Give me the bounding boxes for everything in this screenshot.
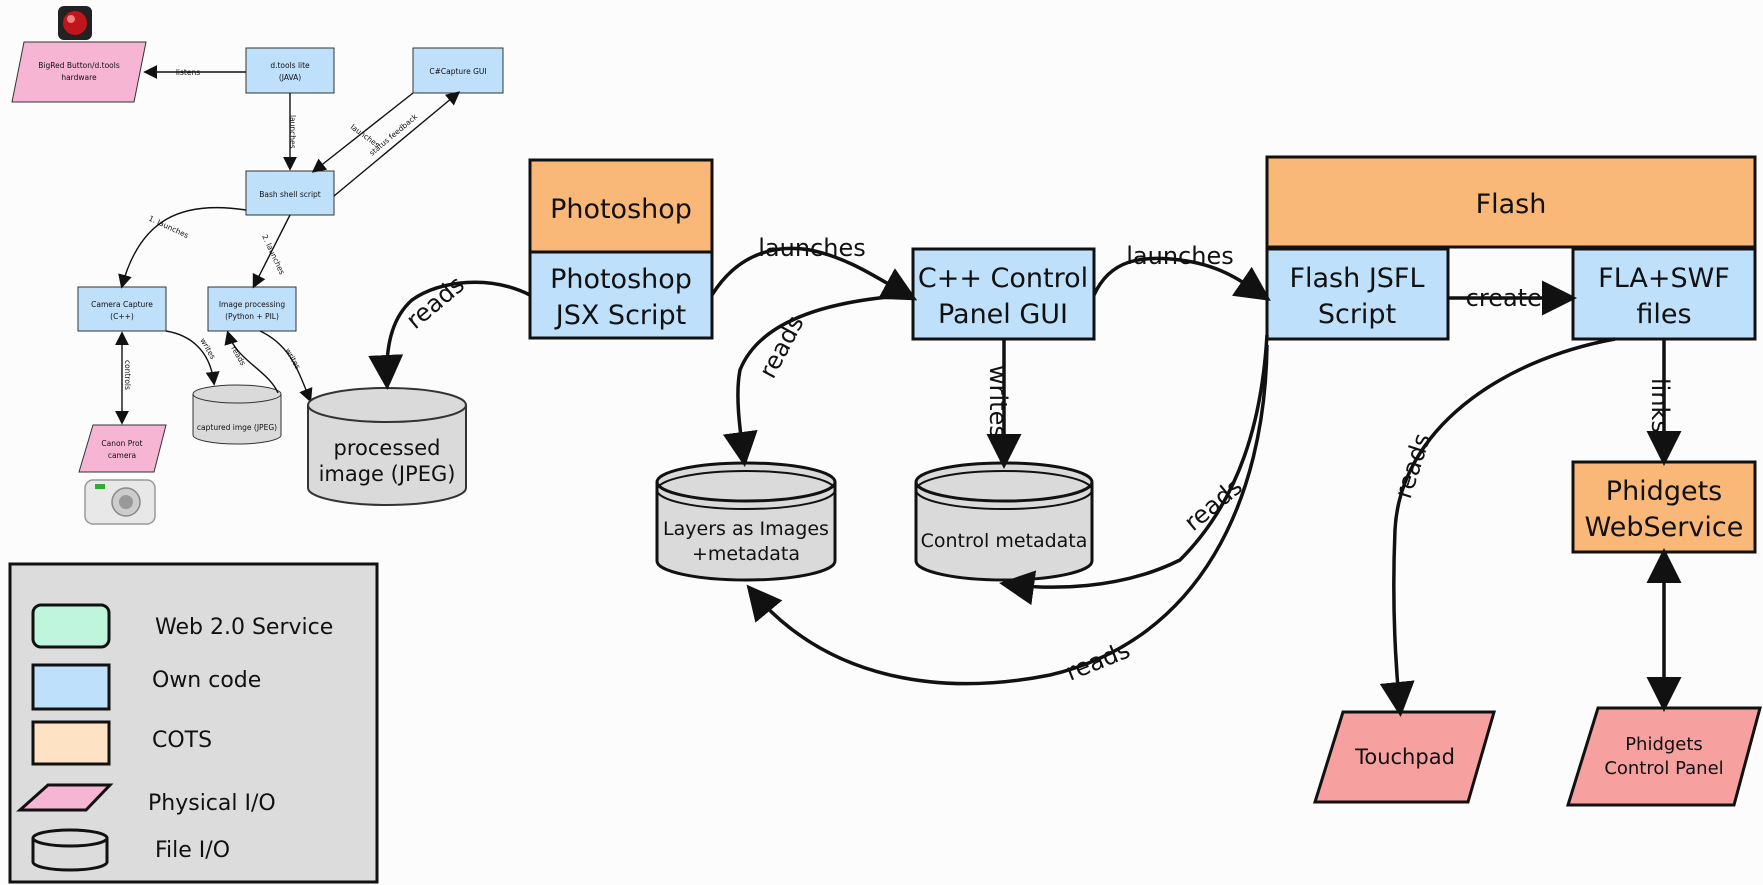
controls-label: controls: [123, 360, 132, 390]
reads-2-label: reads: [754, 311, 810, 383]
photoshop-jsx-node: Photoshop JSX Script: [528, 250, 714, 340]
dtools-label-1: d.tools lite: [270, 61, 310, 70]
camera-capture-label-2: (C++): [110, 312, 134, 321]
legend-cots-label: COTS: [152, 728, 212, 753]
phidgets-webservice-node: Phidgets WebService: [1571, 460, 1757, 554]
legend: Web 2.0 Service Own code COTS Physical I…: [8, 562, 379, 884]
writes-2-arrow: [259, 330, 313, 403]
reads-2-arrow: [722, 293, 914, 467]
flash-node: Flash: [1265, 155, 1757, 249]
control-metadata-cylinder: Control metadata: [914, 461, 1094, 582]
phidgets-ws-label-1: Phidgets: [1606, 476, 1722, 507]
photoshop-jsx-label-2: JSX Script: [554, 300, 687, 331]
launches-1-arrow: [710, 246, 918, 301]
control-metadata-label: Control metadata: [921, 530, 1088, 552]
fla-swf-label-1: FLA+SWF: [1598, 263, 1730, 294]
status-feedback-arrow: [333, 91, 461, 197]
photoshop-jsx-label-1: Photoshop: [550, 264, 692, 295]
legend-web-swatch: [31, 603, 111, 649]
flash-jsfl-label-2: Script: [1318, 299, 1396, 330]
reads-3-label: reads: [1389, 430, 1436, 502]
processed-image-cylinder: processed image (JPEG): [307, 387, 467, 506]
bash-label: Bash shell script: [259, 190, 321, 199]
launches-label: launches: [288, 115, 297, 149]
dtools-label-2: (JAVA): [279, 73, 301, 82]
image-processing-label-1: Image processing: [219, 300, 286, 309]
big-red-button-label-1: BigRed Button/d.tools: [38, 61, 120, 70]
layers-cylinder: Layers as Images +metadata: [655, 461, 837, 582]
reads-5-label: reads: [1062, 636, 1134, 687]
two-launches-arrow: [252, 214, 291, 289]
fla-swf-label-2: files: [1636, 299, 1691, 330]
writes-1-label: writes: [198, 337, 217, 361]
canon-camera-node: Canon Prot camera: [78, 424, 167, 473]
launches-2-label: launches: [1126, 242, 1233, 270]
legend-physical-swatch: [16, 783, 114, 812]
phidgets-cp-label-1: Phidgets: [1625, 734, 1703, 755]
cpp-control-node: C++ Control Panel GUI: [911, 247, 1096, 341]
legend-file-label: File I/O: [155, 838, 230, 863]
legend-own-code-swatch: [31, 663, 111, 711]
legend-web-label: Web 2.0 Service: [155, 615, 333, 640]
image-processing-node: Image processing (Python + PIL): [207, 286, 297, 332]
launches-1-label: launches: [758, 234, 865, 262]
phidgets-ws-label-2: WebService: [1585, 512, 1744, 543]
phidgets-cp-label-2: Control Panel: [1604, 758, 1723, 779]
fla-swf-node: FLA+SWF files: [1571, 247, 1757, 341]
reads-5-arrow: [746, 344, 1269, 686]
touchpad-label: Touchpad: [1354, 745, 1455, 769]
launches-gui-arrow: [311, 92, 414, 173]
writes-2-label: writes: [283, 347, 302, 371]
layers-label-1: Layers as Images: [663, 518, 829, 540]
bash-script-node: Bash shell script: [245, 170, 335, 216]
camera-icon: [84, 479, 156, 525]
legend-own-code-label: Own code: [152, 668, 261, 693]
legend-cots-swatch: [31, 720, 111, 766]
two-launches-label: 2. launches: [260, 233, 286, 276]
links-label: links: [1646, 378, 1674, 433]
flash-jsfl-node: Flash JSFL Script: [1265, 247, 1450, 341]
photoshop-node: Photoshop: [528, 158, 714, 254]
legend-file-swatch: [31, 828, 109, 872]
reads-3-arrow: [1379, 337, 1616, 717]
reads-arrow: [224, 330, 279, 394]
canon-label-2: camera: [108, 451, 136, 460]
writes-label: writes: [984, 365, 1012, 438]
image-processing-label-2: (Python + PIL): [225, 312, 279, 321]
processed-image-label-1: processed: [334, 436, 441, 460]
phidgets-cp-node: Phidgets Control Panel: [1565, 706, 1762, 807]
big-red-button-icon: [58, 6, 92, 40]
flash-label: Flash: [1476, 189, 1547, 220]
reads-1-arrow: [368, 280, 531, 390]
canon-label-1: Canon Prot: [101, 439, 142, 448]
creates-label: creates: [1466, 284, 1555, 312]
dtools-lite-node: d.tools lite (JAVA): [245, 47, 335, 94]
camera-capture-node: Camera Capture (C++): [77, 286, 167, 332]
writes-1-arrow: [165, 330, 220, 386]
captured-image-label: captured imge (JPEG): [197, 423, 277, 432]
one-launches-arrow: [118, 206, 247, 289]
cpp-label-1: C++ Control: [918, 263, 1088, 294]
flash-jsfl-label-1: Flash JSFL: [1289, 263, 1424, 294]
layers-label-2: +metadata: [692, 543, 800, 565]
listens-label: listens: [176, 68, 200, 77]
processed-image-label-2: image (JPEG): [319, 462, 456, 486]
captured-image-cylinder: captured imge (JPEG): [192, 384, 282, 445]
capture-gui-node: C#Capture GUI: [412, 47, 504, 94]
touchpad-node: Touchpad: [1312, 710, 1496, 804]
camera-capture-label-1: Camera Capture: [91, 300, 153, 309]
cpp-label-2: Panel GUI: [938, 299, 1068, 330]
launches-2-arrow: [1092, 256, 1271, 301]
reads-4-arrow: [999, 334, 1269, 606]
big-red-button-node: BigRed Button/d.tools hardware: [11, 41, 147, 103]
photoshop-label: Photoshop: [550, 194, 692, 225]
reads-label: reads: [229, 345, 247, 368]
capture-gui-label: C#Capture GUI: [429, 67, 486, 76]
legend-physical-label: Physical I/O: [148, 791, 276, 816]
big-red-button-label-2: hardware: [61, 73, 97, 82]
status-feedback-label: status feedback: [368, 112, 420, 158]
